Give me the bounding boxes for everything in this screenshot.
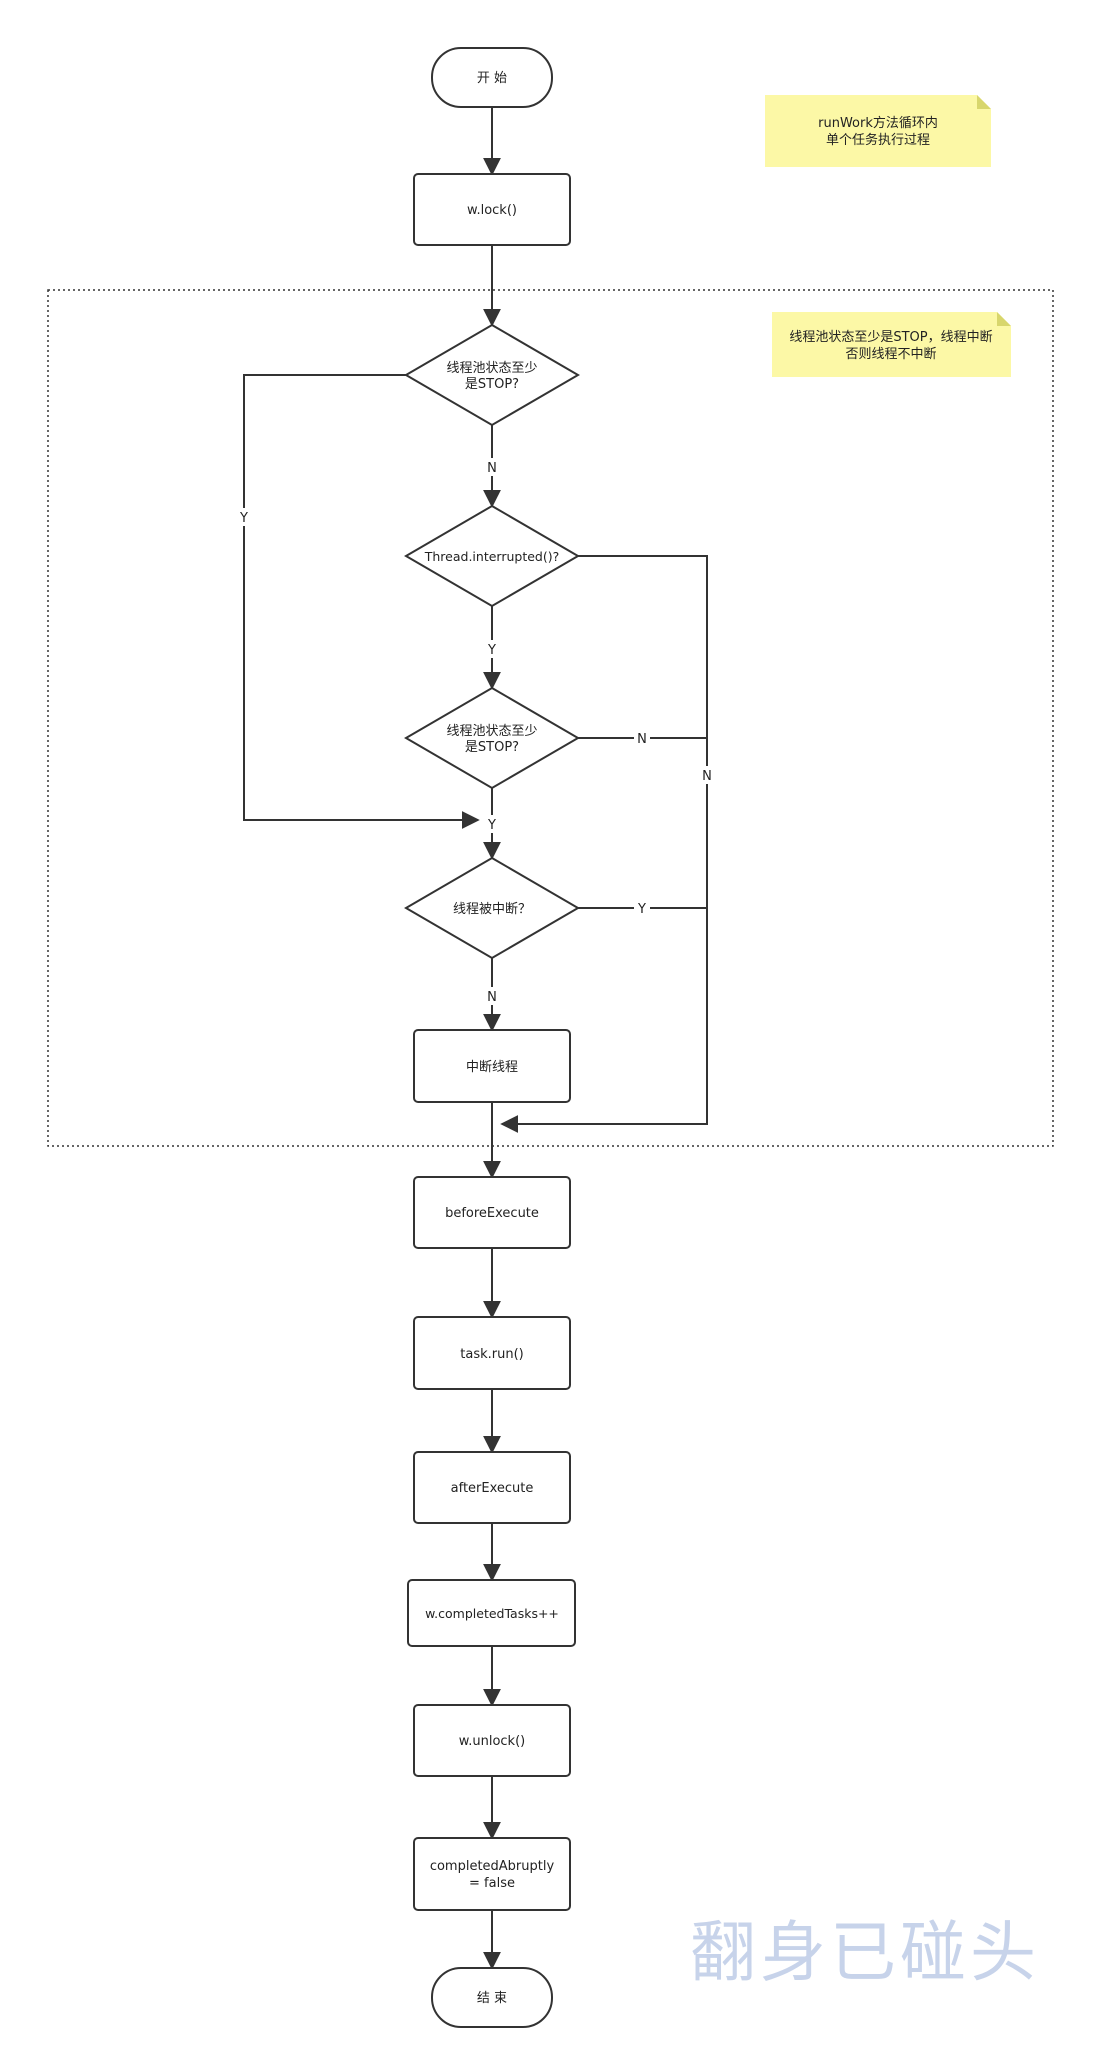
edge-labels: N Y Y N N Y Y N xyxy=(236,458,715,1005)
node-after-execute: afterExecute xyxy=(413,1451,571,1524)
node-interrupted: Thread.interrupted()? xyxy=(404,504,580,608)
check-stop-2-line-1: 线程池状态至少 xyxy=(446,724,537,739)
completed-abruptly-line-2: = false xyxy=(469,1876,515,1891)
before-execute-label: beforeExecute xyxy=(445,1206,539,1221)
node-end: 结 束 xyxy=(431,1967,553,2028)
node-check-stop-1: 线程池状态至少 是STOP? xyxy=(404,323,580,427)
task-run-label: task.run() xyxy=(460,1347,523,1362)
edge-stop1-yes-loop xyxy=(243,374,480,829)
completed-abruptly-line-1: completedAbruptly xyxy=(430,1859,555,1874)
note-top-line-1: runWork方法循环内 xyxy=(818,115,938,131)
label-stop1-n: N xyxy=(487,461,497,476)
label-interrupted-y: Y xyxy=(487,643,496,658)
check-stop-1-line-2: 是STOP? xyxy=(465,377,519,392)
note-top-line-2: 单个任务执行过程 xyxy=(826,132,930,148)
node-before-execute: beforeExecute xyxy=(413,1176,571,1249)
after-execute-label: afterExecute xyxy=(451,1481,534,1496)
lock-label: w.lock() xyxy=(467,203,517,218)
node-check-stop-2: 线程池状态至少 是STOP? xyxy=(404,686,580,790)
start-label: 开 始 xyxy=(477,71,507,86)
node-is-interrupted: 线程被中断？ xyxy=(404,856,580,960)
note-side-line-2: 否则线程不中断 xyxy=(845,347,936,362)
is-interrupted-label: 线程被中断？ xyxy=(453,902,531,917)
label-stop1-y: Y xyxy=(239,511,248,526)
check-stop-1-line-1: 线程池状态至少 xyxy=(446,361,537,376)
node-completed-tasks: w.completedTasks++ xyxy=(407,1579,576,1647)
interrupt-check-group xyxy=(47,289,1054,1147)
node-lock: w.lock() xyxy=(413,173,571,246)
label-isinterrupted-n: N xyxy=(487,990,497,1005)
label-isinterrupted-y: Y xyxy=(637,902,646,917)
edge-interrupted-no-bus xyxy=(500,555,708,1133)
interrupted-label: Thread.interrupted()? xyxy=(424,549,560,564)
note-side-line-1: 线程池状态至少是STOP，线程中断 xyxy=(789,330,992,345)
end-label: 结 束 xyxy=(477,1991,507,2006)
node-completed-abruptly: completedAbruptly = false xyxy=(413,1837,571,1911)
note-top: runWork方法循环内 单个任务执行过程 xyxy=(765,95,991,167)
note-side: 线程池状态至少是STOP，线程中断 否则线程不中断 xyxy=(772,312,1011,377)
node-task-run: task.run() xyxy=(413,1316,571,1390)
node-interrupt-thread: 中断线程 xyxy=(413,1029,571,1103)
node-start: 开 始 xyxy=(431,47,553,108)
node-unlock: w.unlock() xyxy=(413,1704,571,1777)
completed-tasks-label: w.completedTasks++ xyxy=(425,1606,559,1621)
label-interrupted-n: N xyxy=(702,769,712,784)
label-stop2-y: Y xyxy=(487,818,496,833)
unlock-label: w.unlock() xyxy=(459,1734,525,1749)
interrupt-thread-label: 中断线程 xyxy=(466,1060,518,1075)
check-stop-2-line-2: 是STOP? xyxy=(465,740,519,755)
watermark-text: 翻身已碰头 xyxy=(690,1914,1040,1991)
label-stop2-n: N xyxy=(637,732,647,747)
